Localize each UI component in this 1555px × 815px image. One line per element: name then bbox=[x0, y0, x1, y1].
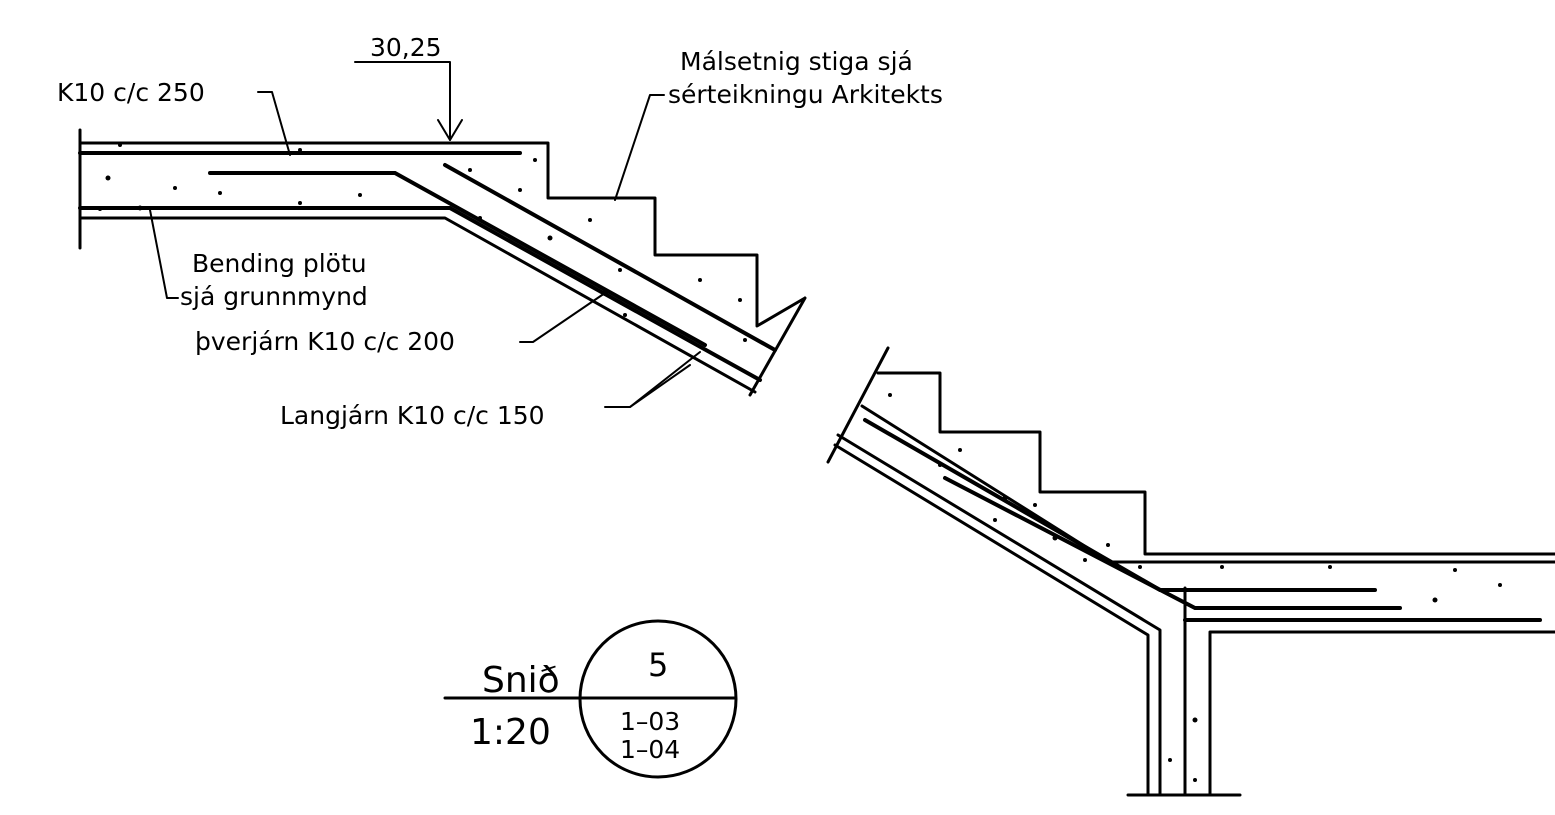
upper-bottom-rebar bbox=[78, 206, 762, 382]
section-title-block: Snið 1:20 5 1–03 1–04 bbox=[443, 619, 738, 779]
rebar-top-label: K10 c/c 250 bbox=[57, 78, 205, 107]
cross-bar-label: þverjárn K10 c/c 200 bbox=[195, 327, 455, 356]
section-scale: 1:20 bbox=[470, 712, 551, 753]
lower-slab-bottom-inclined bbox=[836, 433, 1162, 797]
lower-stair-section bbox=[826, 346, 1555, 797]
lower-aggregate bbox=[888, 393, 1502, 782]
leader-rebar-top: K10 c/c 250 bbox=[57, 78, 291, 156]
upper-slope-rebar bbox=[443, 163, 777, 352]
lower-slab-bottom-outline bbox=[833, 443, 1150, 797]
leader-cross-bar: þverjárn K10 c/c 200 bbox=[195, 292, 606, 356]
upper-aggregate bbox=[98, 143, 747, 342]
lower-inclined-rebar-1 bbox=[863, 418, 1377, 592]
dimension-text: 30,25 bbox=[370, 33, 442, 62]
dimension-marker: 30,25 bbox=[354, 33, 463, 141]
upper-inclined-rebar bbox=[208, 171, 707, 347]
long-bar-label: Langjárn K10 c/c 150 bbox=[280, 401, 545, 430]
lower-inclined-rebar-2 bbox=[943, 476, 1402, 610]
lower-stair-outline bbox=[826, 346, 1555, 556]
upper-slab-bottom bbox=[78, 216, 757, 394]
sheet-ref-1: 1–03 bbox=[620, 707, 680, 736]
leader-long-bar: Langjárn K10 c/c 150 bbox=[280, 351, 701, 430]
section-circle bbox=[578, 619, 738, 779]
lower-slab-top-inclined bbox=[860, 404, 1555, 564]
upper-slab-outline bbox=[78, 141, 807, 397]
upper-stair-section bbox=[78, 128, 807, 397]
bend-line-2: sjá grunnmynd bbox=[180, 282, 368, 311]
bend-line-1: Bending plötu bbox=[192, 249, 367, 278]
sheet-ref-2: 1–04 bbox=[620, 735, 680, 764]
leader-bending: Bending plötu sjá grunnmynd bbox=[149, 209, 368, 311]
leader-architect-note: Málsetnig stiga sjá sérteikningu Arkitek… bbox=[614, 47, 943, 201]
note-line-1: Málsetnig stiga sjá bbox=[680, 47, 913, 76]
section-number: 5 bbox=[648, 646, 668, 684]
note-line-2: sérteikningu Arkitekts bbox=[668, 80, 943, 109]
section-name: Snið bbox=[482, 660, 560, 701]
lower-wall-right bbox=[1208, 630, 1555, 797]
